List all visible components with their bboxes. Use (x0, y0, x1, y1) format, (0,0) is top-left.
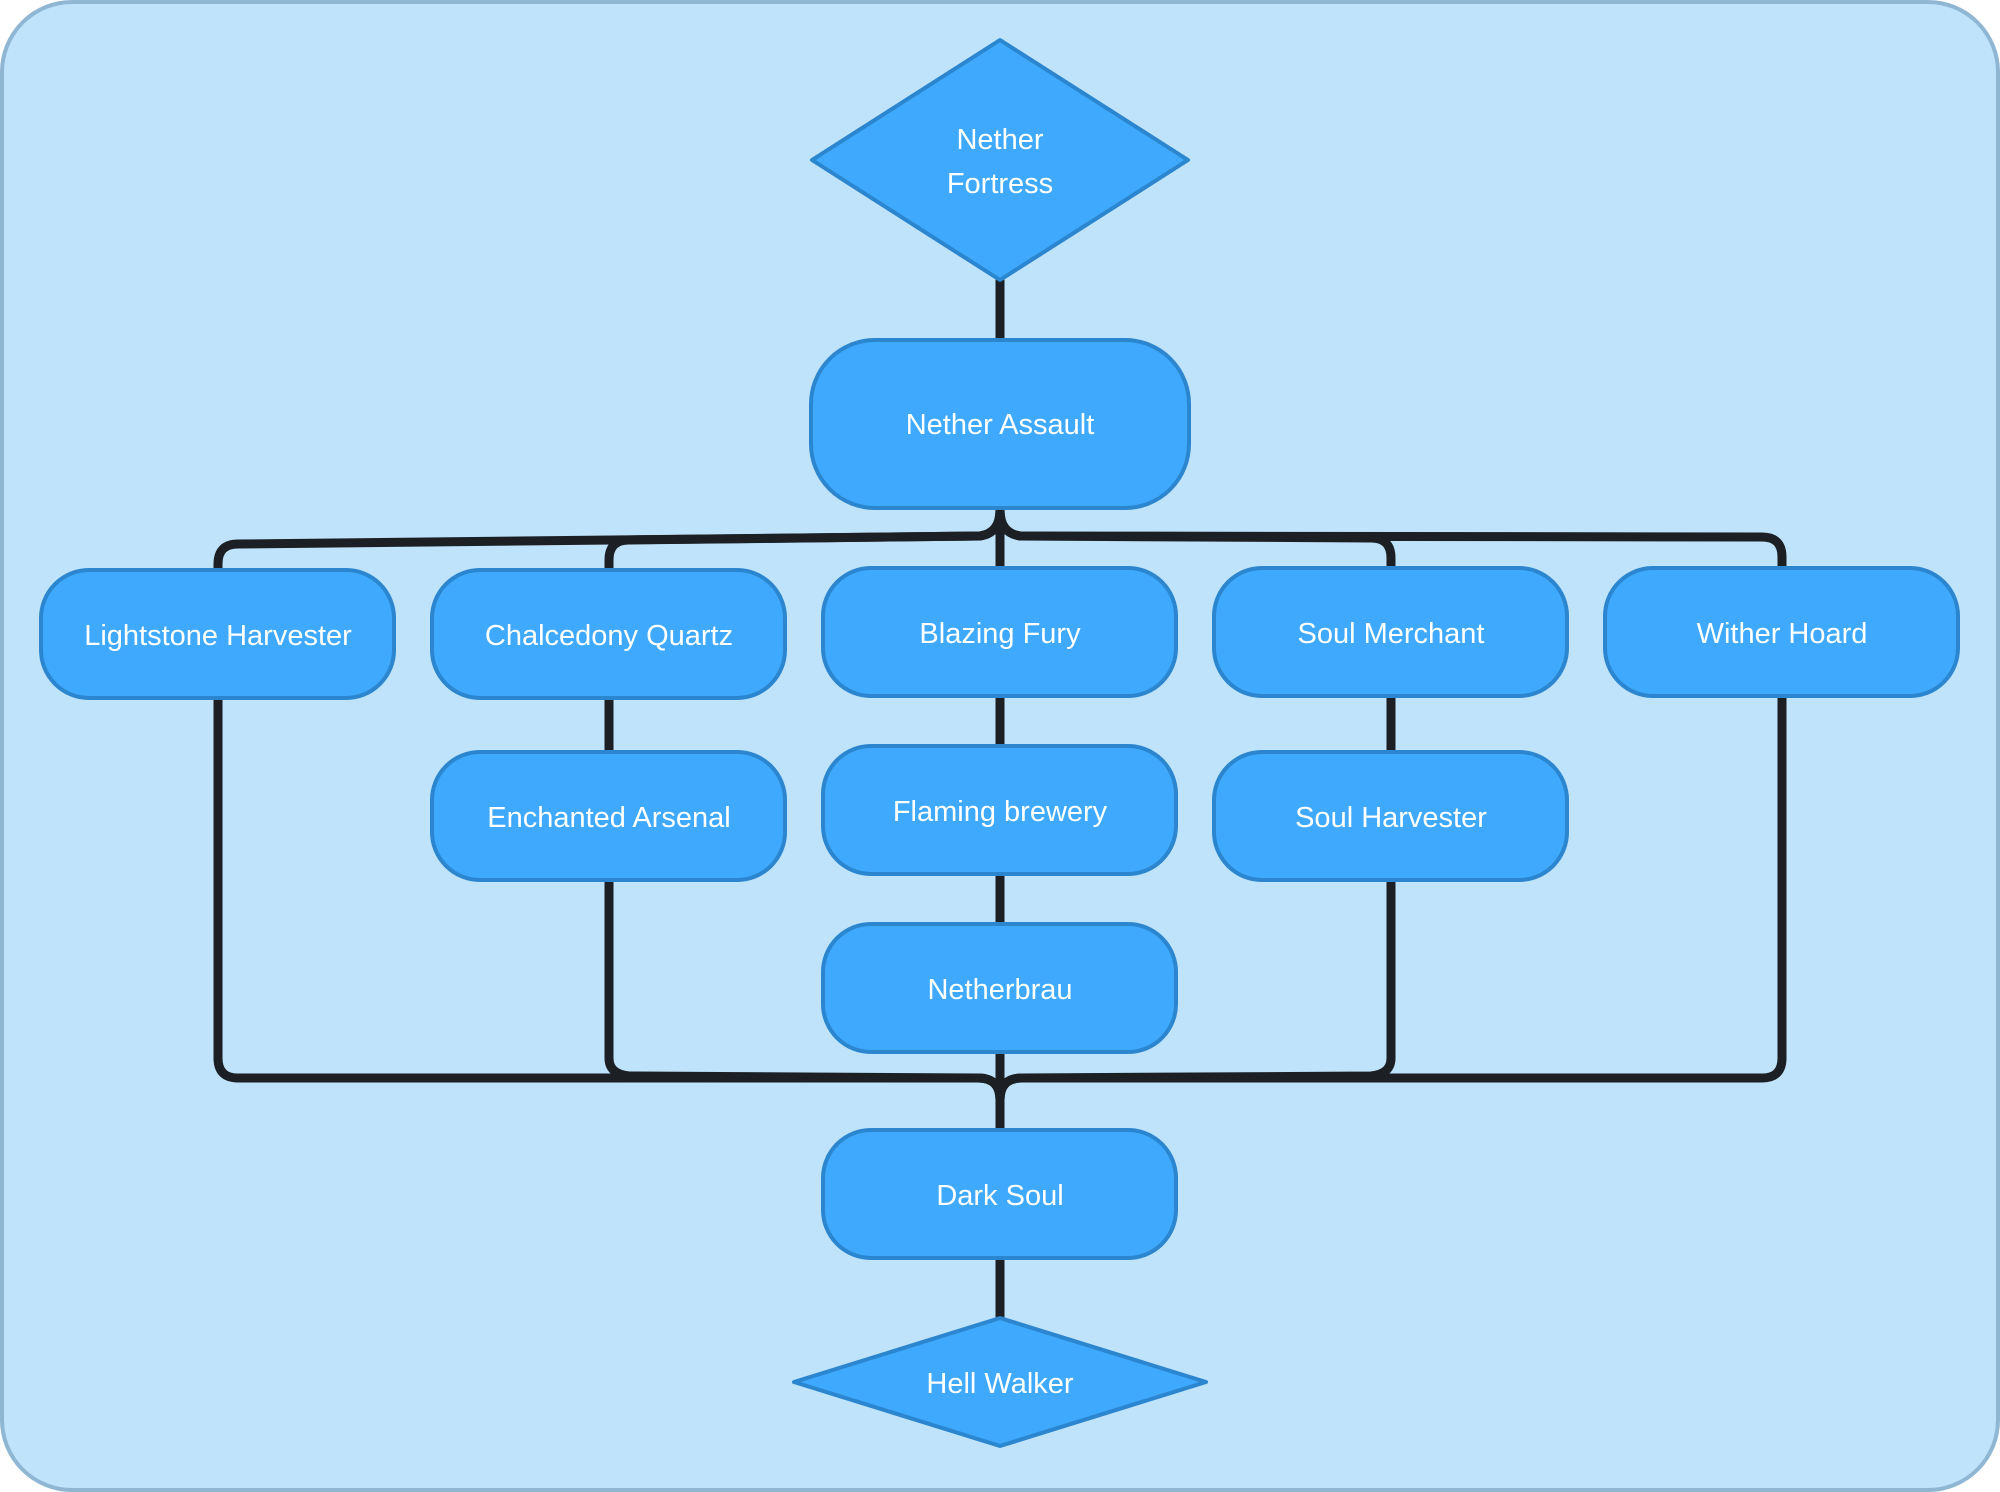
node-label-line-2: Fortress (947, 168, 1053, 200)
edge-wither-to-dark-soul (995, 691, 1787, 1135)
node-label: Dark Soul (936, 1180, 1063, 1212)
edge-assault-to-wither (995, 505, 1787, 573)
node-flaming-brewery[interactable]: Flaming brewery (821, 744, 1178, 876)
node-soul-harvester[interactable]: Soul Harvester (1212, 750, 1569, 882)
node-label: Enchanted Arsenal (487, 802, 730, 834)
node-hell-walker[interactable]: Hell Walker (792, 1316, 1208, 1448)
node-blazing-fury[interactable]: Blazing Fury (821, 566, 1178, 698)
node-label: Soul Merchant (1298, 618, 1485, 650)
node-soul-merchant[interactable]: Soul Merchant (1212, 566, 1569, 698)
node-label: Nether Assault (906, 409, 1095, 441)
node-lightstone-harvester[interactable]: Lightstone Harvester (39, 568, 396, 700)
node-dark-soul[interactable]: Dark Soul (821, 1128, 1178, 1260)
node-label: Chalcedony Quartz (485, 620, 733, 652)
edges (213, 275, 1787, 1323)
node-label: Lightstone Harvester (84, 620, 352, 652)
diamond-shape (810, 38, 1190, 282)
node-label: Flaming brewery (893, 796, 1108, 828)
diamond-shape (792, 1316, 1208, 1448)
node-label: Wither Hoard (1697, 618, 1868, 650)
node-label: Hell Walker (926, 1368, 1074, 1400)
node-label-line-1: Nether (956, 124, 1043, 156)
node-nether-fortress[interactable]: Nether Fortress (810, 38, 1190, 282)
nodes: Nether Fortress Nether Assault Lightston… (39, 38, 1960, 1448)
node-chalcedony-quartz[interactable]: Chalcedony Quartz (430, 568, 787, 700)
node-nether-assault[interactable]: Nether Assault (809, 338, 1191, 510)
node-enchanted-arsenal[interactable]: Enchanted Arsenal (430, 750, 787, 882)
node-label: Blazing Fury (919, 618, 1081, 650)
node-label: Soul Harvester (1295, 802, 1487, 834)
node-label: Netherbrau (927, 974, 1072, 1006)
node-netherbrau[interactable]: Netherbrau (821, 922, 1178, 1054)
node-wither-hoard[interactable]: Wither Hoard (1603, 566, 1960, 698)
